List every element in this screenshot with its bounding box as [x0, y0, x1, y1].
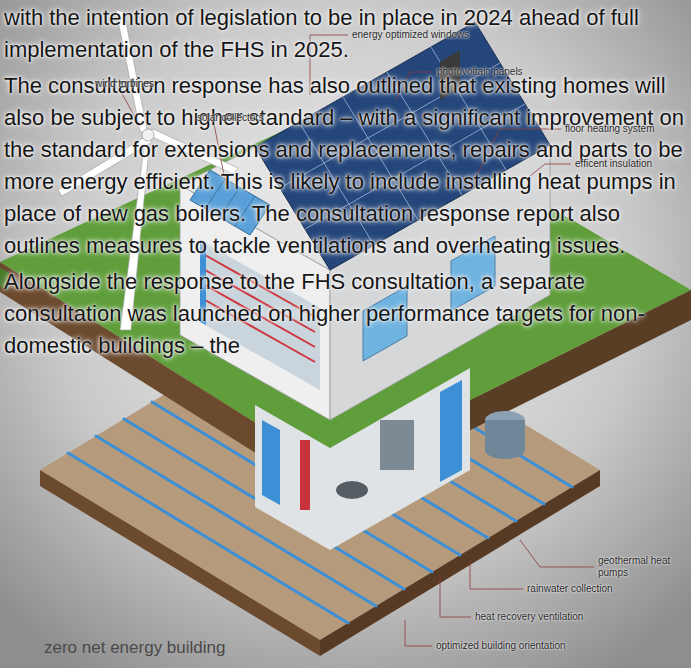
callout-label: photovoltaic panels [437, 66, 523, 78]
leader-lines-part [440, 575, 471, 617]
leader-lines-part [520, 540, 594, 567]
article-paragraph: with the intention of legislation to be … [4, 2, 686, 66]
callout-label: floor heating system [565, 123, 655, 135]
basement-cutaway-part [380, 420, 414, 470]
callout-label: wind turbines [95, 78, 154, 90]
leader-lines-part [470, 560, 523, 589]
callout-label: geothermal heat pumps [598, 555, 674, 579]
article-paragraph: Alongside the response to the FHS consul… [4, 266, 686, 362]
article-text: with the intention of legislation to be … [4, 2, 686, 366]
basement-cutaway-part [440, 380, 462, 482]
figure-caption: zero net energy building [44, 638, 225, 658]
callout-label: rainwater collection [527, 583, 613, 595]
callout-label: optimized building orientation [436, 640, 566, 652]
basement-cutaway-part [336, 481, 368, 499]
callout-label: energy optimized windows [352, 29, 469, 41]
building-services-part [485, 441, 525, 459]
building-services [485, 411, 525, 459]
callout-label: heat recovery ventilation [475, 611, 583, 623]
leader-lines-part [405, 620, 432, 646]
basement-cutaway-part [262, 420, 280, 505]
basement-cutaway-part [300, 440, 310, 510]
callout-label: solar collectors [197, 112, 264, 124]
callout-label: efficent insulation [575, 158, 652, 170]
